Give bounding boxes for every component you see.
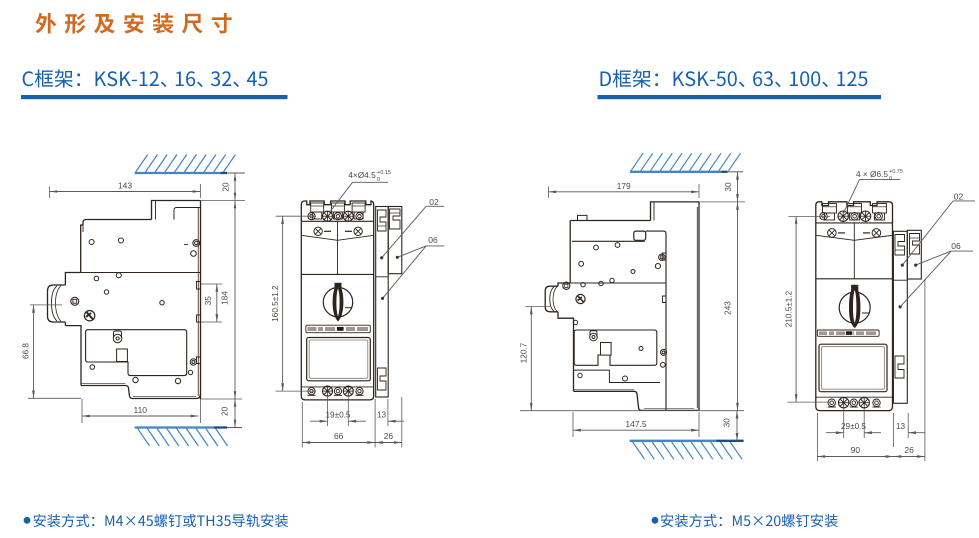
svg-text:+0.75: +0.75 bbox=[889, 169, 903, 175]
svg-text:120.7: 120.7 bbox=[520, 342, 529, 363]
svg-text:19±0.5: 19±0.5 bbox=[326, 411, 351, 420]
svg-text:29±0.5: 29±0.5 bbox=[841, 422, 866, 431]
svg-text:66.8: 66.8 bbox=[22, 343, 31, 359]
svg-text:210.5±1.2: 210.5±1.2 bbox=[785, 290, 794, 327]
svg-text:30: 30 bbox=[724, 182, 733, 192]
svg-text:20: 20 bbox=[221, 406, 230, 416]
svg-text:20: 20 bbox=[221, 182, 230, 192]
svg-text:160.5±1.2: 160.5±1.2 bbox=[271, 285, 280, 322]
svg-text:+0.15: +0.15 bbox=[377, 170, 391, 176]
svg-text:26: 26 bbox=[904, 445, 914, 455]
svg-text:02: 02 bbox=[954, 192, 964, 202]
svg-text:06: 06 bbox=[951, 241, 961, 251]
svg-text:0: 0 bbox=[377, 177, 380, 183]
svg-text:30: 30 bbox=[723, 418, 732, 428]
svg-text:143: 143 bbox=[118, 181, 132, 191]
svg-text:4 × Ø6.5: 4 × Ø6.5 bbox=[856, 169, 888, 179]
svg-text:35: 35 bbox=[204, 296, 213, 306]
svg-text:13: 13 bbox=[377, 411, 387, 420]
svg-text:26: 26 bbox=[384, 431, 394, 441]
svg-text:4×Ø4.5: 4×Ø4.5 bbox=[348, 170, 376, 180]
svg-text:147.5: 147.5 bbox=[625, 419, 647, 429]
svg-text:184: 184 bbox=[220, 291, 229, 305]
svg-text:66: 66 bbox=[334, 431, 344, 441]
svg-text:13: 13 bbox=[896, 422, 906, 431]
svg-text:179: 179 bbox=[617, 181, 631, 191]
svg-text:110: 110 bbox=[133, 405, 147, 415]
svg-text:02: 02 bbox=[429, 197, 439, 207]
svg-text:06: 06 bbox=[428, 235, 438, 245]
svg-text:90: 90 bbox=[851, 445, 861, 455]
svg-text:243: 243 bbox=[724, 301, 733, 315]
